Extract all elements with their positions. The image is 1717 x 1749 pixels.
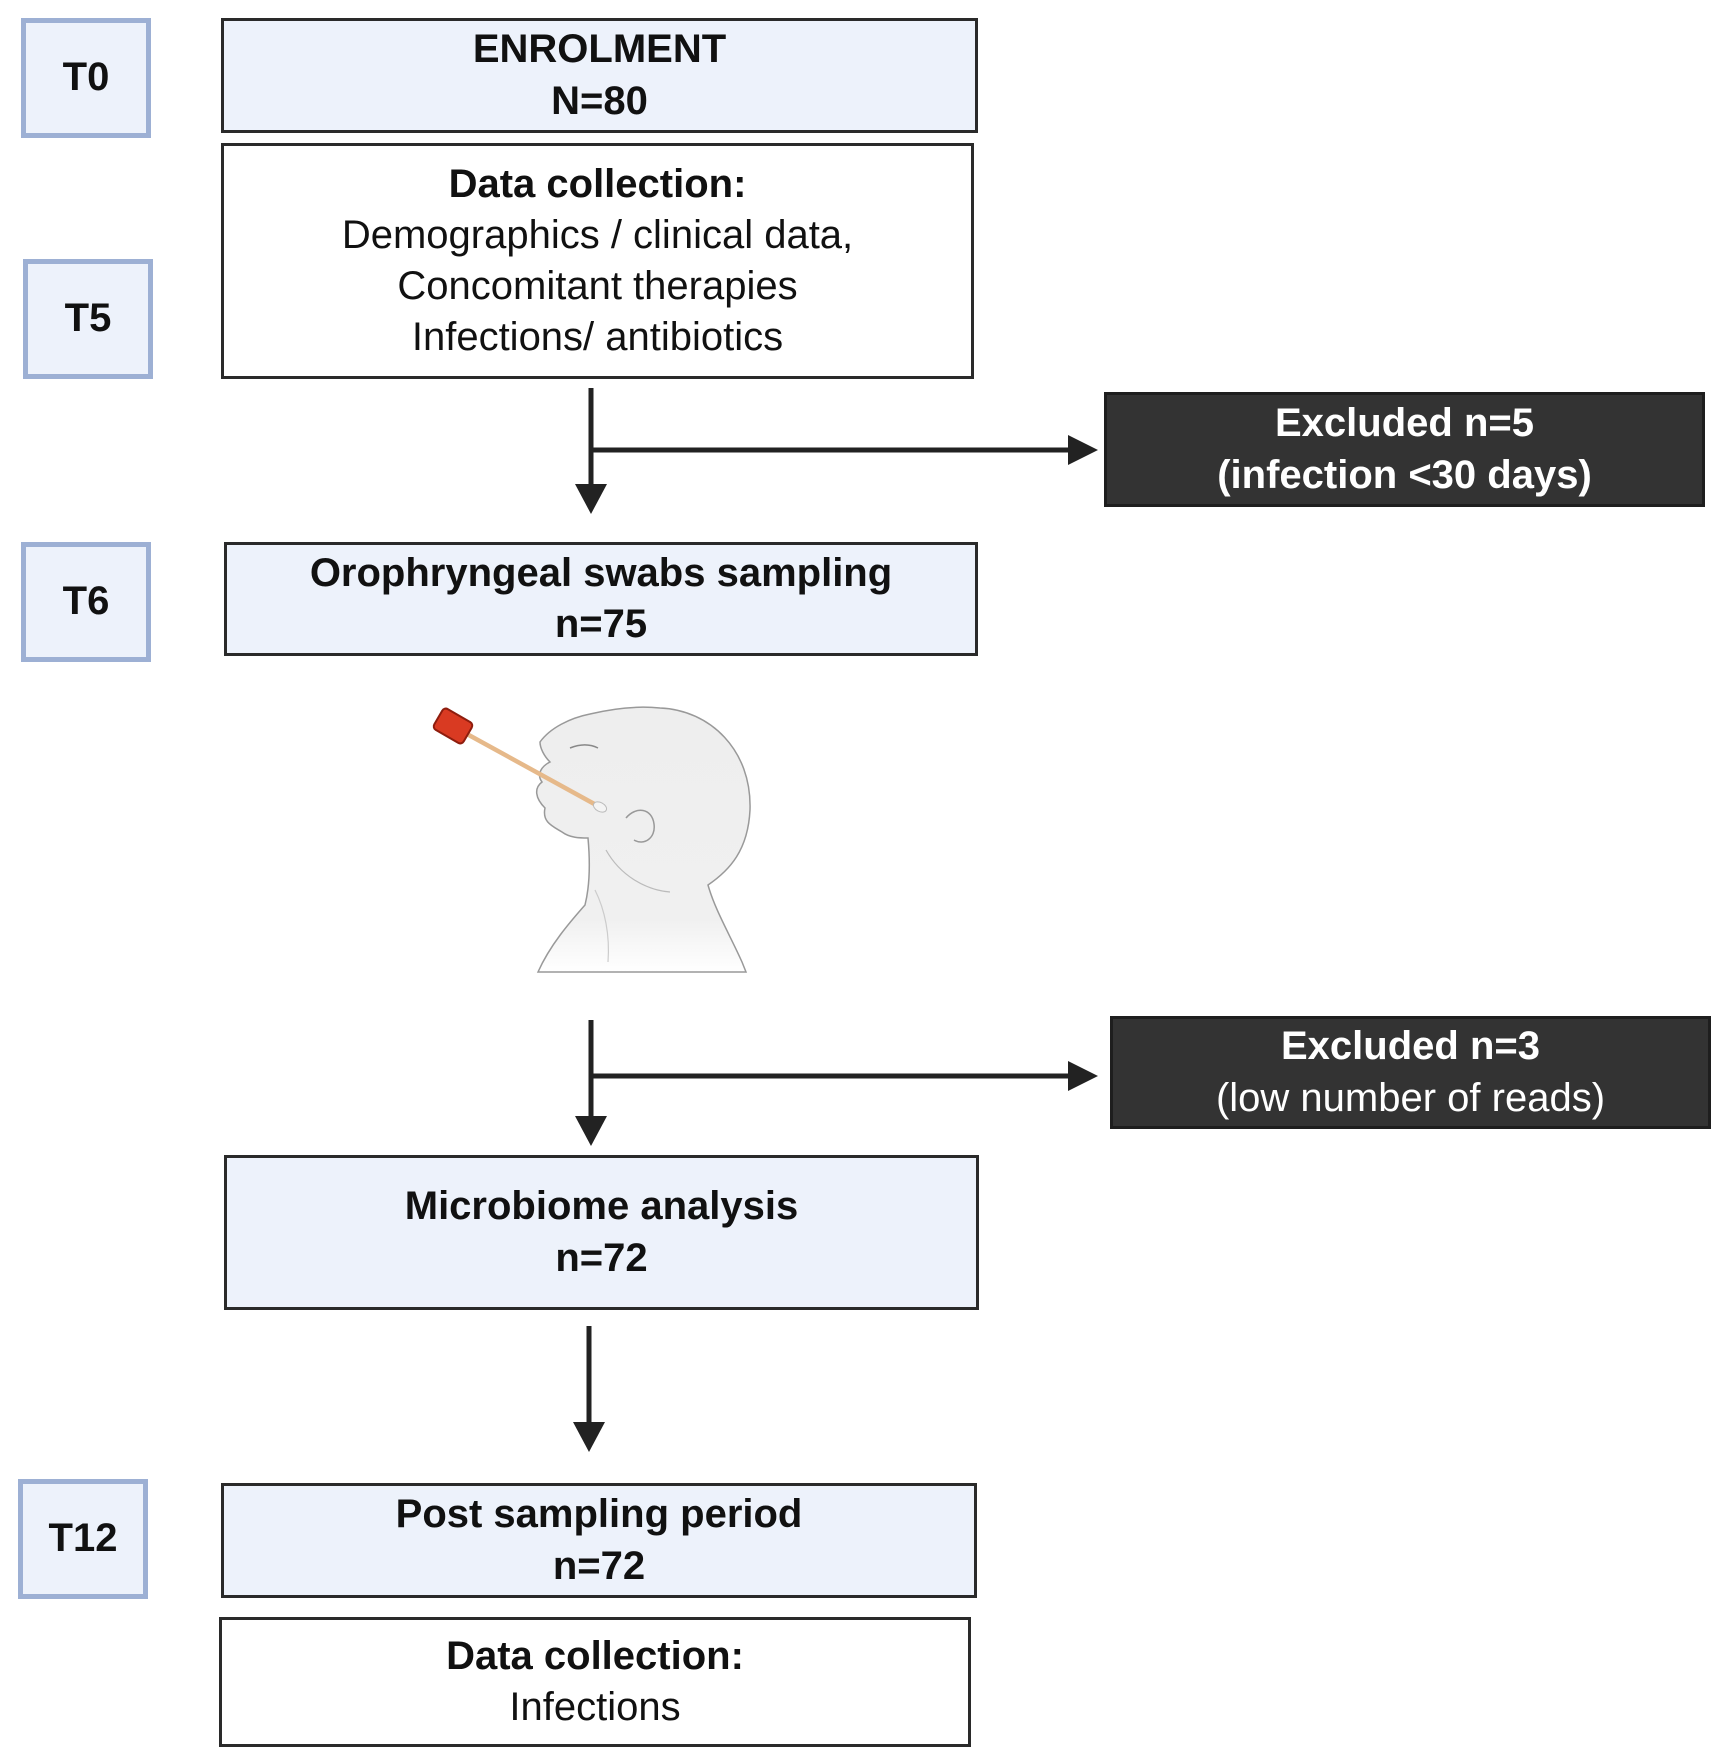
data-collection-box-1: Data collection: Demographics / clinical… <box>221 143 974 379</box>
microbiome-analysis-title: Microbiome analysis <box>404 1184 799 1229</box>
arrow-2-down-head <box>575 1116 607 1146</box>
data-collection-1-line-2: Concomitant therapies <box>397 264 798 308</box>
data-collection-1-line-3: Infections/ antibiotics <box>411 315 784 360</box>
swabs-sampling-box: Orophryngeal swabs sampling n=75 <box>224 542 978 656</box>
excluded-1-title: Excluded n=5 <box>1275 401 1534 446</box>
swabs-sampling-title: Orophryngeal swabs sampling <box>309 550 893 595</box>
timepoint-t12-label: T12 <box>48 1516 118 1561</box>
arrow-1-down-head <box>575 484 607 514</box>
microbiome-analysis-box: Microbiome analysis n=72 <box>224 1155 979 1310</box>
oropharyngeal-swab-illustration-icon <box>432 706 751 973</box>
timepoint-t0: T0 <box>21 18 151 138</box>
arrow-1-branch-head <box>1068 435 1098 465</box>
data-collection-1-title: Data collection: <box>448 161 747 206</box>
excluded-box-2: Excluded n=3 (low number of reads) <box>1110 1016 1711 1129</box>
data-collection-2-title: Data collection: <box>446 1633 744 1678</box>
post-sampling-box: Post sampling period n=72 <box>221 1483 977 1598</box>
enrolment-count: N=80 <box>551 78 648 123</box>
data-collection-box-2: Data collection: Infections <box>219 1617 971 1747</box>
data-collection-1-line-1: Demographics / clinical data, <box>341 212 854 257</box>
timepoint-t6-label: T6 <box>62 579 110 624</box>
excluded-box-1: Excluded n=5 (infection <30 days) <box>1104 392 1705 507</box>
arrow-3-down-head <box>573 1422 605 1452</box>
excluded-2-reason: (low number of reads) <box>1215 1075 1606 1120</box>
swabs-sampling-count: n=75 <box>554 602 648 646</box>
timepoint-t6: T6 <box>21 542 151 662</box>
timepoint-t0-label: T0 <box>62 55 110 100</box>
enrolment-title: ENROLMENT <box>472 27 727 72</box>
excluded-1-reason: (infection <30 days) <box>1217 452 1592 497</box>
timepoint-t12: T12 <box>18 1479 148 1599</box>
timepoint-t5-label: T5 <box>64 296 112 341</box>
arrow-2-branch-head <box>1068 1061 1098 1091</box>
microbiome-analysis-count: n=72 <box>555 1235 648 1280</box>
post-sampling-count: n=72 <box>552 1543 646 1588</box>
data-collection-2-line: Infections <box>509 1685 681 1729</box>
enrolment-box: ENROLMENT N=80 <box>221 18 978 133</box>
timepoint-t5: T5 <box>23 259 153 379</box>
excluded-2-title: Excluded n=3 <box>1281 1024 1540 1069</box>
post-sampling-title: Post sampling period <box>395 1492 803 1537</box>
